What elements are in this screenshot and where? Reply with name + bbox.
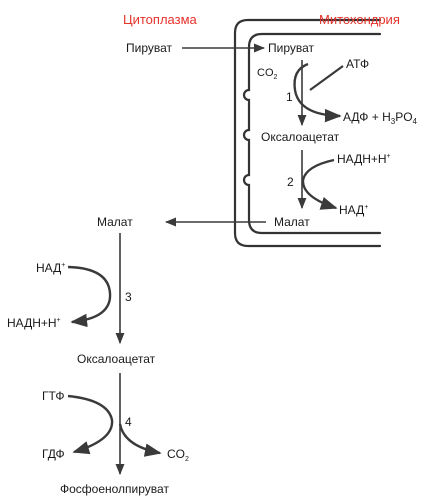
malate-cyto-label: Малат (97, 215, 133, 229)
mitochondria-label: Митохондрия (319, 12, 400, 27)
oxaloacetate-cyto-label: Оксалоацетат (77, 352, 156, 366)
step2-number: 2 (287, 175, 294, 189)
malate-mito-label: Малат (274, 215, 310, 229)
step2-curve-arrow (301, 158, 338, 210)
adp-label: АДФ + H3PO4 (343, 110, 418, 126)
nadh-mito-label: НАДН+Н+ (337, 152, 391, 166)
step1-atp-in (309, 65, 344, 91)
co2-out-label: CO2 (167, 447, 189, 463)
pyruvate-mito-label: Пируват (268, 41, 315, 55)
nad-mito-label: НАД+ (339, 203, 368, 217)
atp-label: АТФ (346, 57, 369, 71)
mitochondrion-membranes (233, 18, 382, 248)
nadh-cyto-label: НАДН+Н+ (7, 316, 61, 330)
step3-number: 3 (125, 290, 132, 304)
step4-co2-arrow (118, 423, 162, 457)
step3-curve-arrow (67, 265, 112, 328)
oxaloacetate-mito-label: Оксалоацетат (261, 130, 340, 144)
step4-number: 4 (125, 415, 132, 429)
pyruvate-cyto-label: Пируват (126, 41, 173, 55)
gdp-label: ГДФ (42, 447, 65, 461)
outer-membrane (233, 18, 382, 248)
step1-number: 1 (286, 90, 293, 104)
nad-cyto-label: НАД+ (36, 261, 65, 275)
co2-in-label: CO2 (257, 67, 278, 81)
inner-membrane (242, 32, 382, 235)
cytoplasm-label: Цитоплазма (123, 12, 198, 27)
gtp-label: ГТФ (42, 389, 65, 403)
step1-curve-arrow (293, 62, 342, 123)
phosphoenolpyruvate-label: Фосфоенолпируват (60, 482, 169, 496)
step4-gtp-curve-arrow (67, 394, 114, 455)
